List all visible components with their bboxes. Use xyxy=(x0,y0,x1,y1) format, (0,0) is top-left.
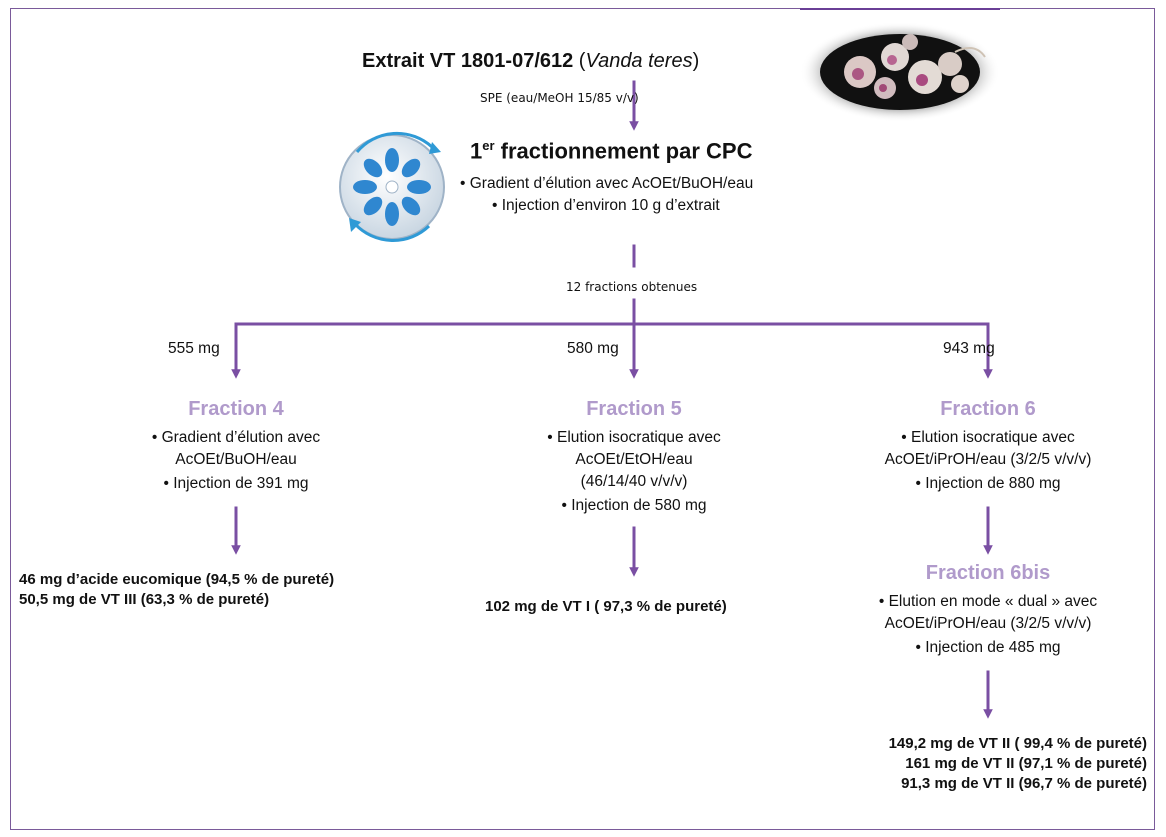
fraction6-line-3: • Injection de 880 mg xyxy=(915,475,1061,492)
orchid-photo xyxy=(800,22,1000,122)
fraction4-line-3: • Injection de 391 mg xyxy=(163,475,309,492)
fraction6bis-result-2: 161 mg de VT II (97,1 % de pureté) xyxy=(905,755,1147,772)
cpc-bullet-2: • Injection d’environ 10 g d’extrait xyxy=(492,197,720,214)
cpc-title-number: 1 xyxy=(470,138,483,164)
fraction6bis-line-1: • Elution en mode « dual » avec xyxy=(878,593,1098,610)
fraction4-line-2: AcOEt/BuOH/eau xyxy=(175,451,297,468)
extract-id: Extrait VT 1801-07/612 xyxy=(362,50,574,72)
fraction4-result-1: 46 mg d’acide eucomique (94,5 % de puret… xyxy=(19,571,335,588)
top-accent-line xyxy=(800,0,1000,10)
fraction5-line-3: (46/14/40 v/v/v) xyxy=(580,473,688,490)
title-paren-open: ( xyxy=(573,50,586,72)
spe-label: SPE (eau/MeOH 15/85 v/v) xyxy=(480,91,639,105)
fraction4-line-1: • Gradient d’élution avec xyxy=(151,429,321,446)
title-paren-close: ) xyxy=(692,50,700,72)
fraction6bis-result-3: 91,3 mg de VT II (96,7 % de pureté) xyxy=(901,775,1147,792)
fraction6-title: Fraction 6 xyxy=(940,398,1036,420)
cpc-title-rest: fractionnement par CPC xyxy=(494,138,753,164)
fraction5-title: Fraction 5 xyxy=(586,398,682,420)
fraction6bis-title: Fraction 6bis xyxy=(925,562,1051,584)
fraction6-line-2: AcOEt/iPrOH/eau (3/2/5 v/v/v) xyxy=(884,451,1092,468)
fraction5-line-2: AcOEt/EtOH/eau xyxy=(575,451,693,468)
fraction6bis-result-1: 149,2 mg de VT II ( 99,4 % de pureté) xyxy=(888,735,1147,752)
fraction5-result-1: 102 mg de VT I ( 97,3 % de pureté) xyxy=(485,598,727,615)
cpc-rotor-icon xyxy=(339,131,445,242)
mass-fraction6: 943 mg xyxy=(943,340,995,357)
cpc-bullet-1: • Gradient d’élution avec AcOEt/BuOH/eau xyxy=(460,175,754,192)
mass-fraction5: 580 mg xyxy=(567,340,619,357)
cpc-title-sup: er xyxy=(482,138,495,153)
fraction5-line-4: • Injection de 580 mg xyxy=(561,497,707,514)
fraction6bis-line-3: • Injection de 485 mg xyxy=(915,639,1061,656)
fraction4-result-2: 50,5 mg de VT III (63,3 % de pureté) xyxy=(19,591,270,608)
diagram-frame xyxy=(10,8,1155,830)
species-name: Vanda teres xyxy=(585,50,693,72)
fraction6bis-line-2: AcOEt/iPrOH/eau (3/2/5 v/v/v) xyxy=(884,615,1092,632)
fraction6-line-1: • Elution isocratique avec xyxy=(901,429,1075,446)
fraction5-line-1: • Elution isocratique avec xyxy=(547,429,721,446)
fraction4-title: Fraction 4 xyxy=(188,398,284,420)
cpc-title: 1er fractionnement par CPC xyxy=(470,138,752,164)
mass-fraction4: 555 mg xyxy=(168,340,220,357)
extract-title: Extrait VT 1801-07/612 (Vanda teres) xyxy=(362,50,699,73)
fractions-obtained-label: 12 fractions obtenues xyxy=(566,280,698,294)
